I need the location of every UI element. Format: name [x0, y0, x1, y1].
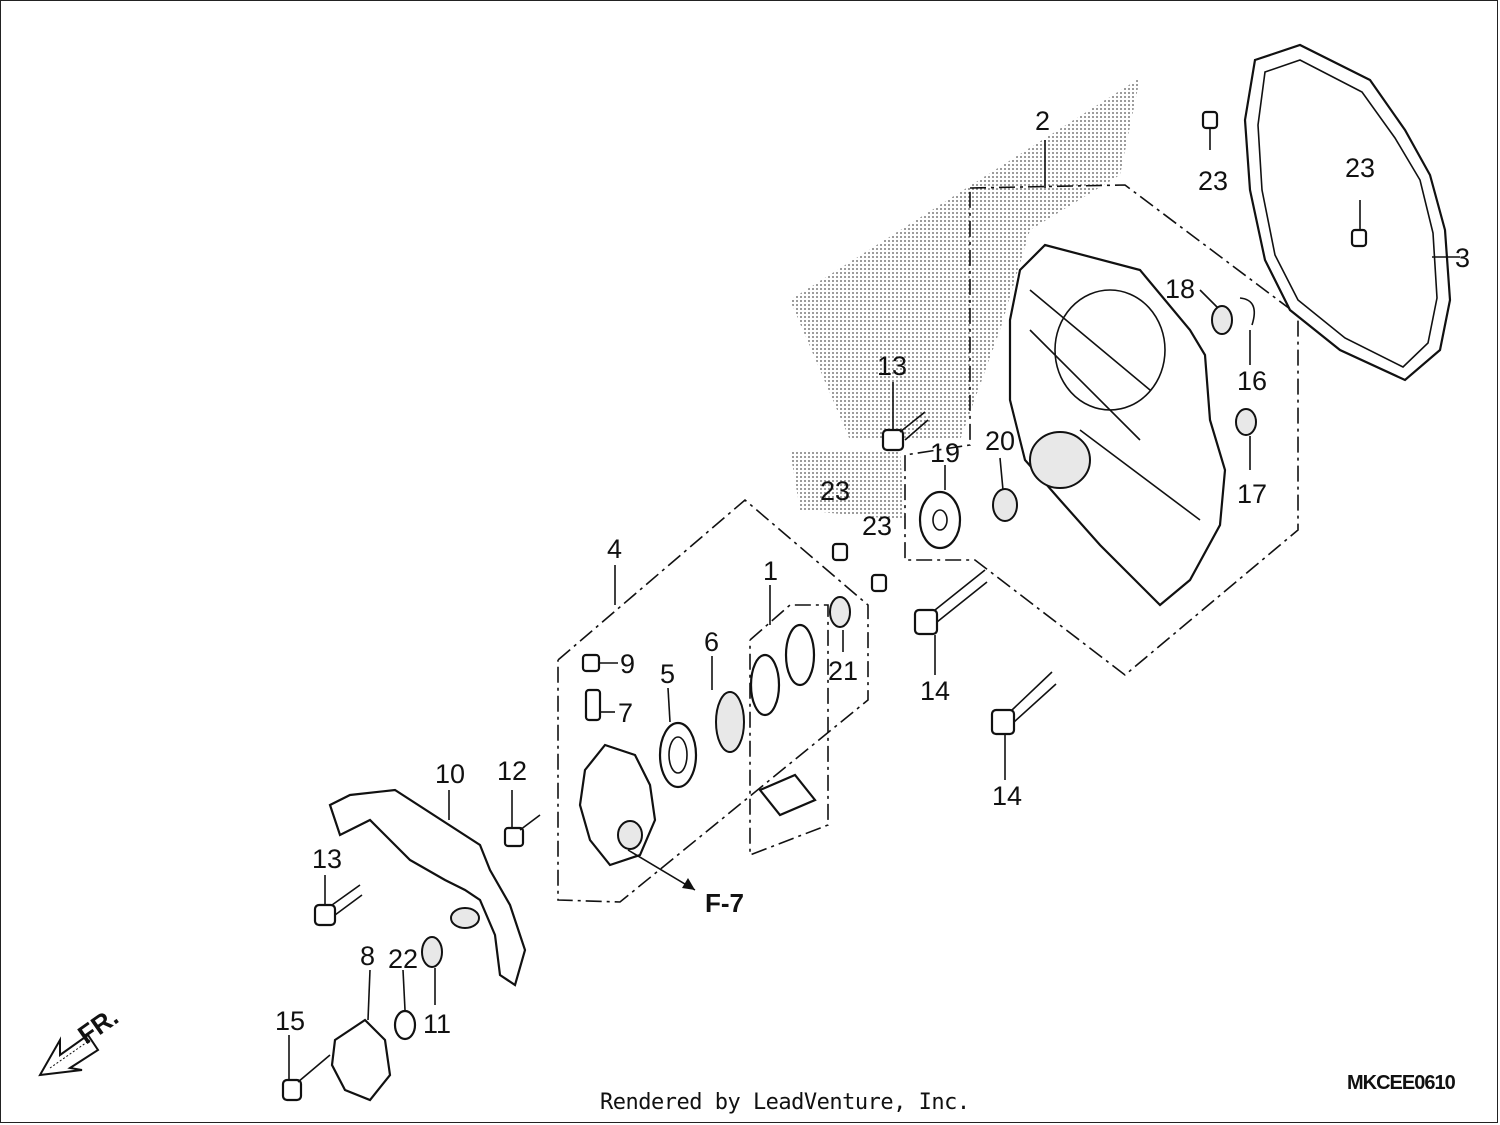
part-label-21: 21 [828, 656, 858, 686]
part-label-10: 10 [435, 759, 465, 789]
reference-label: F-7 [705, 888, 744, 918]
part-label-22: 22 [388, 944, 418, 974]
pump-outlet [617, 820, 643, 850]
part-label-23: 23 [820, 476, 850, 506]
part-label-13: 13 [877, 351, 907, 381]
o-ring-22 [393, 1009, 417, 1041]
leader-lines [288, 128, 1460, 1080]
part-label-11: 11 [423, 1009, 451, 1039]
o-ring [749, 653, 781, 717]
seal-kit [758, 773, 817, 817]
bearing [918, 490, 962, 550]
snap-ring [1239, 297, 1256, 326]
part-label-19: 19 [930, 438, 960, 468]
cover-boss [1029, 431, 1091, 489]
bolt-lower [313, 884, 363, 927]
drain-bolt [581, 653, 602, 722]
o-ring [784, 623, 816, 687]
part-label-2: 2 [1035, 106, 1050, 136]
part-label-16: 16 [1237, 366, 1267, 396]
part-label-13: 13 [312, 844, 342, 874]
part-label-20: 20 [985, 426, 1015, 456]
impeller [715, 691, 745, 753]
part-label-3: 3 [1455, 243, 1470, 273]
shaded-area-lower [790, 450, 905, 520]
part-label-17: 17 [1237, 479, 1267, 509]
bracket-hole [450, 907, 480, 929]
group-outline-2 [904, 184, 1299, 677]
o-ring-small [829, 596, 851, 628]
dowel-pin [1350, 228, 1368, 248]
part-label-4: 4 [607, 534, 622, 564]
flange-bolt [913, 569, 988, 636]
part-label-7: 7 [618, 698, 633, 728]
part-label-6: 6 [704, 627, 719, 657]
group-outline-1 [749, 604, 829, 857]
dowel-pin [870, 573, 888, 593]
seal-11 [421, 936, 443, 968]
render-credit: Rendered by LeadVenture, Inc. [600, 1090, 970, 1115]
part-label-9: 9 [620, 649, 635, 679]
part-label-8: 8 [360, 941, 375, 971]
gasket [1243, 43, 1452, 382]
pump-housing [578, 743, 657, 867]
part-label-15: 15 [275, 1006, 305, 1036]
bearing-inner [932, 509, 948, 531]
part-label-23: 23 [862, 511, 892, 541]
shaded-area-upper [790, 78, 1140, 440]
washer [992, 488, 1018, 522]
part-label-23: 23 [1345, 153, 1375, 183]
part-label-23: 23 [1198, 166, 1228, 196]
bracket [328, 788, 527, 987]
cover-ribs [1029, 289, 1201, 521]
flange-bolt [990, 671, 1057, 736]
part-label-12: 12 [497, 756, 527, 786]
pump-seal-inner [668, 736, 688, 774]
part-label-14: 14 [920, 676, 950, 706]
crankcase-cover [1008, 243, 1227, 607]
dowel-pin [831, 542, 849, 562]
part-label-14: 14 [992, 781, 1022, 811]
sensor-housing [330, 1018, 392, 1102]
gasket-inner-edge [1257, 59, 1438, 368]
part-label-18: 18 [1165, 274, 1195, 304]
group-outline-4 [557, 498, 869, 903]
part-label-1: 1 [763, 556, 778, 586]
diagram-code: MKCEE0610 [1347, 1072, 1456, 1094]
pump-bolt [503, 814, 541, 848]
pump-seal [658, 721, 698, 789]
dowel-pin [1201, 110, 1219, 130]
front-direction-arrow [38, 1033, 100, 1077]
part-label-5: 5 [660, 659, 675, 689]
oil-seal-lower [1235, 408, 1257, 436]
bolt-15 [281, 1054, 331, 1102]
oil-seal [1211, 305, 1233, 335]
